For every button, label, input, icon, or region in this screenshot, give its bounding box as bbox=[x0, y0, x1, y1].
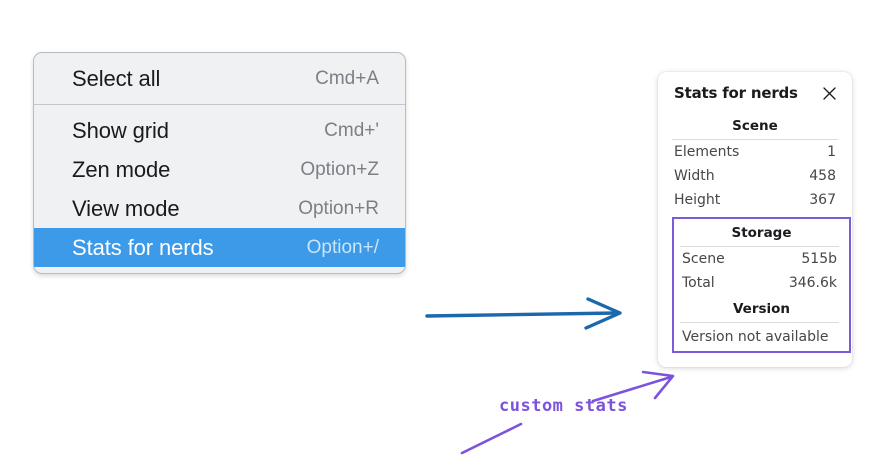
annotation-label-custom-stats: custom stats bbox=[499, 396, 628, 416]
menu-item-show-grid[interactable]: Show grid Cmd+' bbox=[34, 111, 405, 150]
stat-row-width: Width 458 bbox=[658, 164, 852, 188]
section-heading-storage: Storage bbox=[731, 225, 792, 241]
stat-value: 346.6k bbox=[788, 275, 837, 291]
stat-key: Scene bbox=[682, 251, 725, 267]
stat-value: 1 bbox=[827, 144, 836, 160]
menu-item-shortcut: Option+Z bbox=[300, 158, 379, 180]
section-heading-scene: Scene bbox=[732, 118, 778, 134]
menu-item-label: View mode bbox=[72, 195, 180, 221]
blue-arrow-icon bbox=[425, 297, 622, 330]
menu-group-2: Show grid Cmd+' Zen mode Option+Z View m… bbox=[34, 104, 405, 273]
stat-row-height: Height 367 bbox=[658, 188, 852, 212]
close-icon[interactable] bbox=[820, 84, 838, 102]
custom-stats-highlight-box: Storage Scene 515b Total 346.6k Version … bbox=[672, 217, 851, 353]
divider bbox=[672, 139, 838, 140]
menu-item-zen-mode[interactable]: Zen mode Option+Z bbox=[34, 150, 405, 189]
menu-item-label: Stats for nerds bbox=[72, 234, 214, 260]
purple-underline-stroke bbox=[460, 422, 523, 455]
stat-value: 458 bbox=[809, 168, 836, 184]
menu-item-shortcut: Cmd+' bbox=[324, 119, 379, 141]
stat-key: Height bbox=[674, 192, 721, 208]
menu-group-1: Select all Cmd+A bbox=[34, 53, 405, 104]
menu-item-shortcut: Cmd+A bbox=[315, 67, 379, 89]
divider bbox=[680, 246, 839, 247]
version-note: Version not available bbox=[682, 329, 829, 345]
stat-value: 367 bbox=[809, 192, 836, 208]
menu-item-select-all[interactable]: Select all Cmd+A bbox=[34, 59, 405, 98]
stat-row-elements: Elements 1 bbox=[658, 140, 852, 164]
context-menu[interactable]: Select all Cmd+A Show grid Cmd+' Zen mod… bbox=[33, 52, 406, 274]
menu-item-label: Select all bbox=[72, 65, 161, 91]
divider bbox=[680, 322, 839, 323]
menu-item-stats-for-nerds[interactable]: Stats for nerds Option+/ bbox=[34, 228, 405, 267]
stat-key: Width bbox=[674, 168, 715, 184]
stat-key: Total bbox=[682, 275, 715, 291]
stats-for-nerds-panel: Stats for nerds Scene Elements 1 Width 4… bbox=[658, 72, 852, 367]
section-heading-version: Version bbox=[732, 301, 791, 317]
stat-row-storage-total: Total 346.6k bbox=[674, 271, 849, 295]
menu-item-label: Zen mode bbox=[72, 156, 171, 182]
menu-item-view-mode[interactable]: View mode Option+R bbox=[34, 189, 405, 228]
stats-panel-title: Stats for nerds bbox=[674, 84, 798, 102]
menu-item-shortcut: Option+/ bbox=[306, 236, 379, 258]
stat-row-storage-scene: Scene 515b bbox=[674, 247, 849, 271]
stat-value: 515b bbox=[801, 251, 837, 267]
stat-key: Elements bbox=[674, 144, 740, 160]
stats-panel-body: Scene Elements 1 Width 458 Height 367 St… bbox=[658, 114, 852, 353]
menu-item-label: Show grid bbox=[72, 117, 169, 143]
stats-panel-header: Stats for nerds bbox=[658, 84, 852, 102]
menu-item-shortcut: Option+R bbox=[298, 197, 379, 219]
